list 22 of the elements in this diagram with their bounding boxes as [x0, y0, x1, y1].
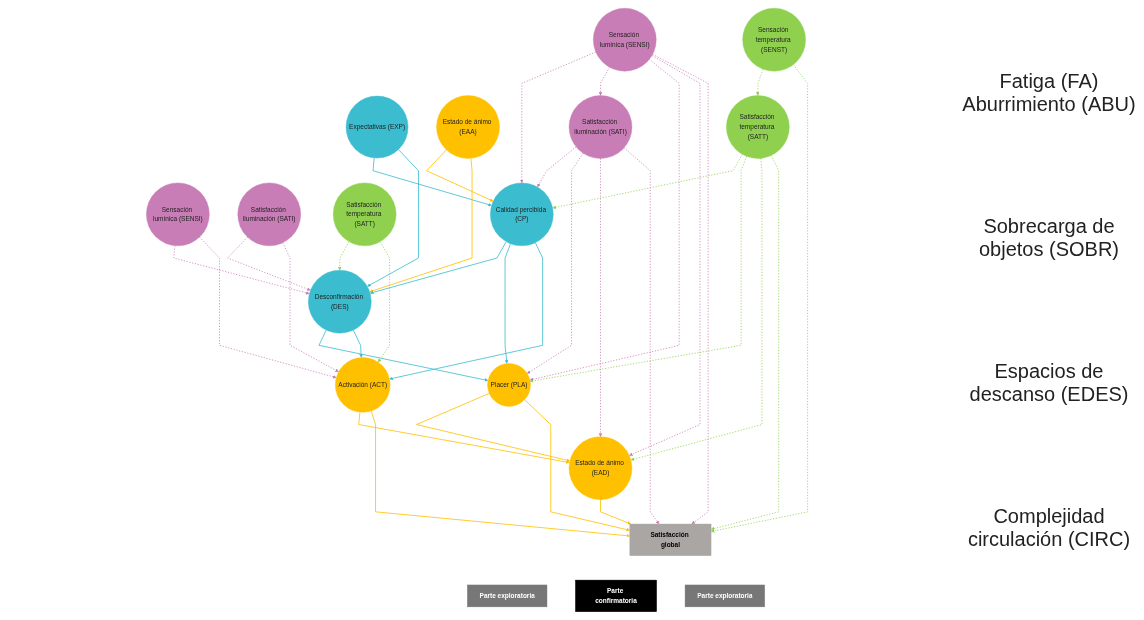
node-box: [629, 523, 712, 556]
factor-label: Sobrecarga de objetos (SOBR): [977, 214, 1121, 261]
node-circle: [237, 182, 301, 247]
node-circle: [308, 270, 372, 334]
node-circle: [146, 182, 210, 247]
node-circle: [568, 436, 633, 500]
factor-label: Espacios de descanso (EDES): [968, 359, 1130, 406]
node-circle: [436, 95, 500, 159]
node-circle: [333, 182, 397, 247]
node-box: [467, 584, 548, 608]
node-circle: [335, 357, 391, 413]
node-circle: [487, 363, 531, 407]
node-circle: [726, 95, 790, 159]
node-box: [684, 584, 765, 608]
node-circle: [593, 8, 657, 72]
node-circle: [568, 95, 633, 159]
node-circle: [742, 8, 806, 72]
node-circle: [345, 95, 409, 159]
factor-label: Fatiga (FA) Aburrimiento (ABU): [962, 69, 1136, 116]
factor-label: Complejidad circulación (CIRC): [966, 504, 1132, 551]
node-circle: [490, 182, 554, 247]
node-box: [575, 579, 657, 612]
